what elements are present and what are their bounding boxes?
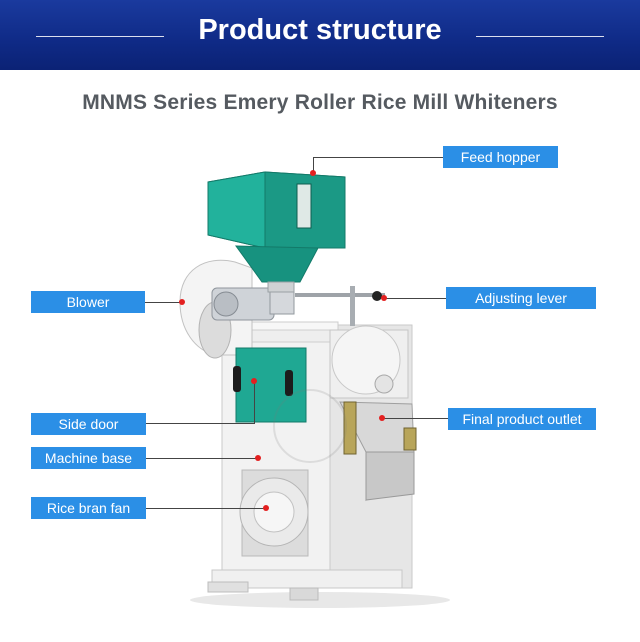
rice-bran-fan-marker [263,505,269,511]
adjusting-lever-leader [384,298,446,299]
final-product-outlet-callout: Final product outlet [448,408,596,430]
rice-bran-fan-callout: Rice bran fan [31,497,146,519]
feed-hopper-leader [313,157,443,158]
feed-hopper-body [207,171,346,293]
feed-hopper-callout: Feed hopper [443,146,558,168]
side-door-panel [233,347,307,423]
milling-chamber [329,325,409,399]
header-banner: Product structure [0,0,640,70]
adjusting-lever-bar [295,286,385,326]
adjusting-lever-callout: Adjusting lever [446,287,596,309]
side-door-leader [146,423,255,424]
rice-bran-fan-leader [146,508,266,509]
product-subtitle: MNMS Series Emery Roller Rice Mill White… [82,91,558,114]
rice-bran-fan-housing [239,469,309,557]
final-product-outlet-chute [339,401,417,502]
machine-base-marker [255,455,261,461]
side-door-callout: Side door [31,413,146,435]
blower-leader [145,302,182,303]
page-title: Product structure [198,14,442,46]
motor [211,287,295,321]
machine-base-leader [146,458,258,459]
final-product-outlet-leader [382,418,448,419]
side-door-marker [251,378,257,384]
blower-callout: Blower [31,291,145,313]
feed-hopper-marker [310,170,316,176]
header-divider-left [36,36,164,37]
header-divider-right [476,36,604,37]
adjusting-lever-marker [381,295,387,301]
final-product-outlet-marker [379,415,385,421]
watermark-logo [273,389,347,463]
blower-marker [179,299,185,305]
feed-hopper-leader-vertical [313,157,314,173]
side-door-leader-vertical [254,381,255,424]
floor-shadow [190,592,450,608]
machine-base-callout: Machine base [31,447,146,469]
